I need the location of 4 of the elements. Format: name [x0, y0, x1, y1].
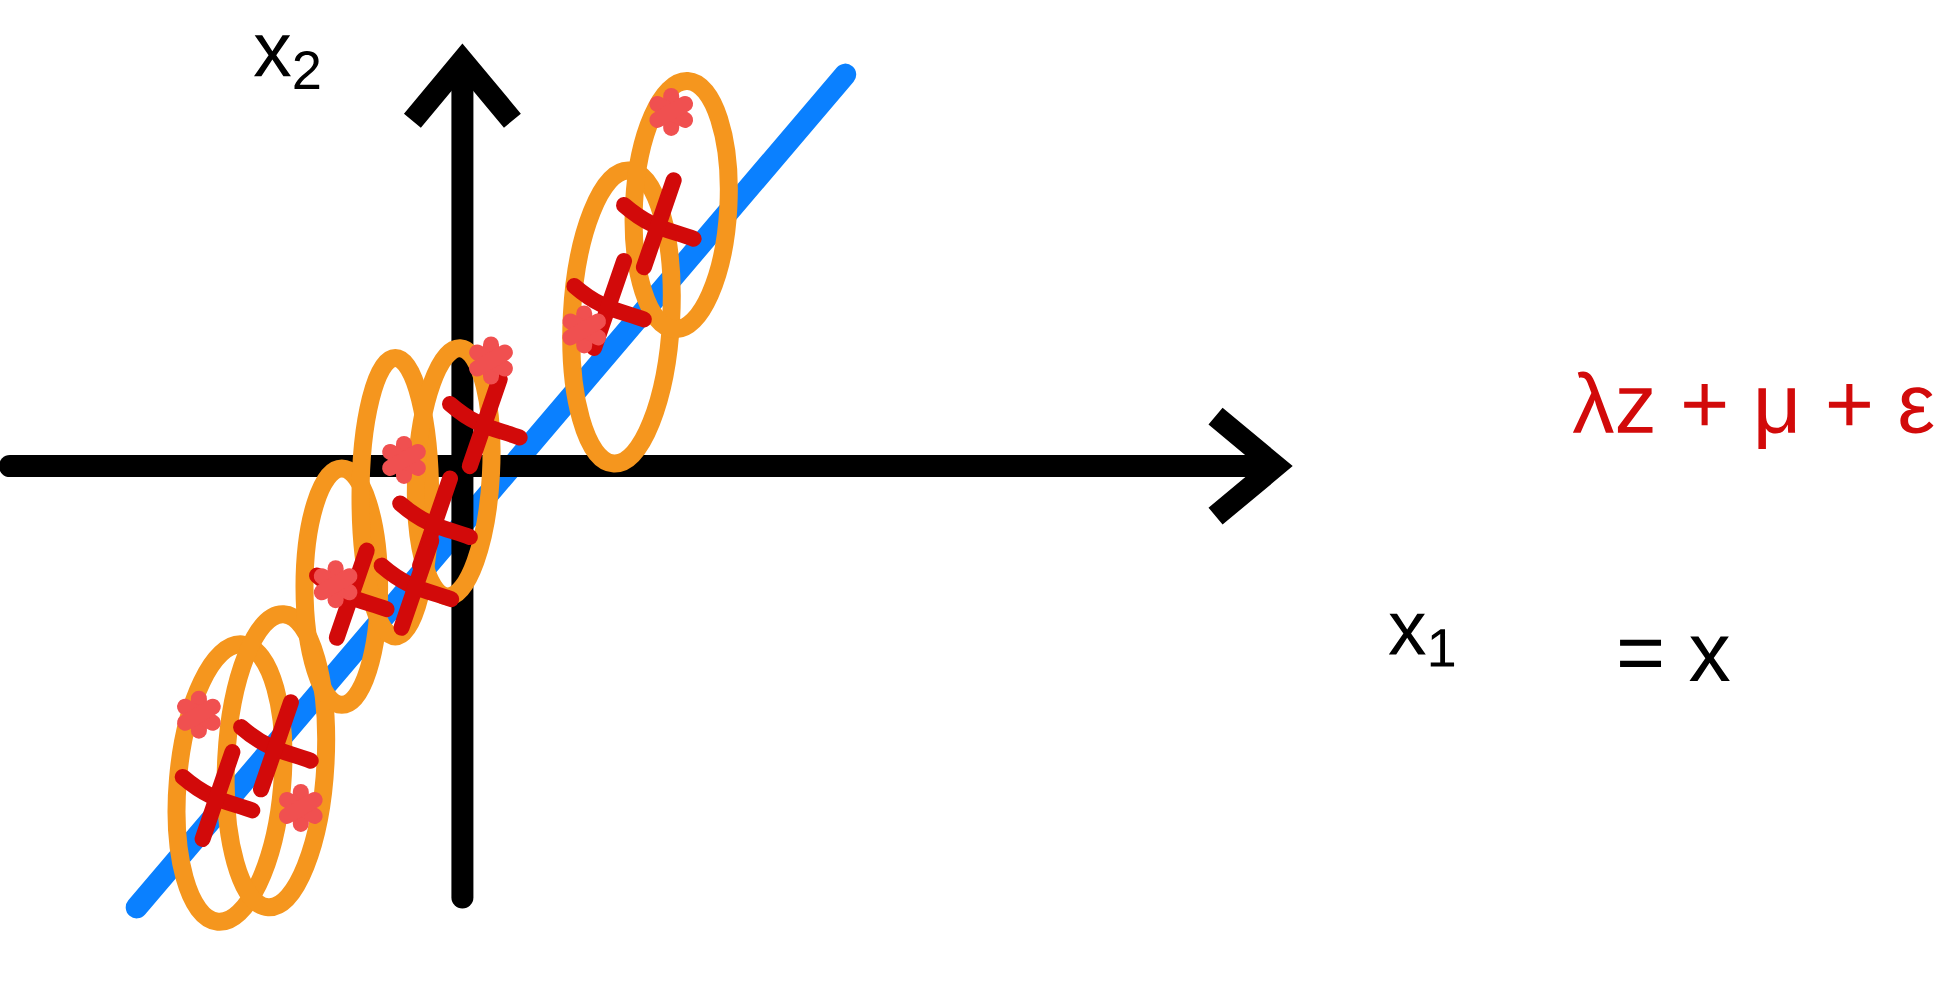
axis-label: x$_{2}$	[254, 35, 320, 89]
axis-label: x$_{1}$	[1388, 613, 1455, 667]
equation: λz + μ + ε	[1572, 371, 1934, 449]
equation: = x	[1620, 636, 1730, 682]
